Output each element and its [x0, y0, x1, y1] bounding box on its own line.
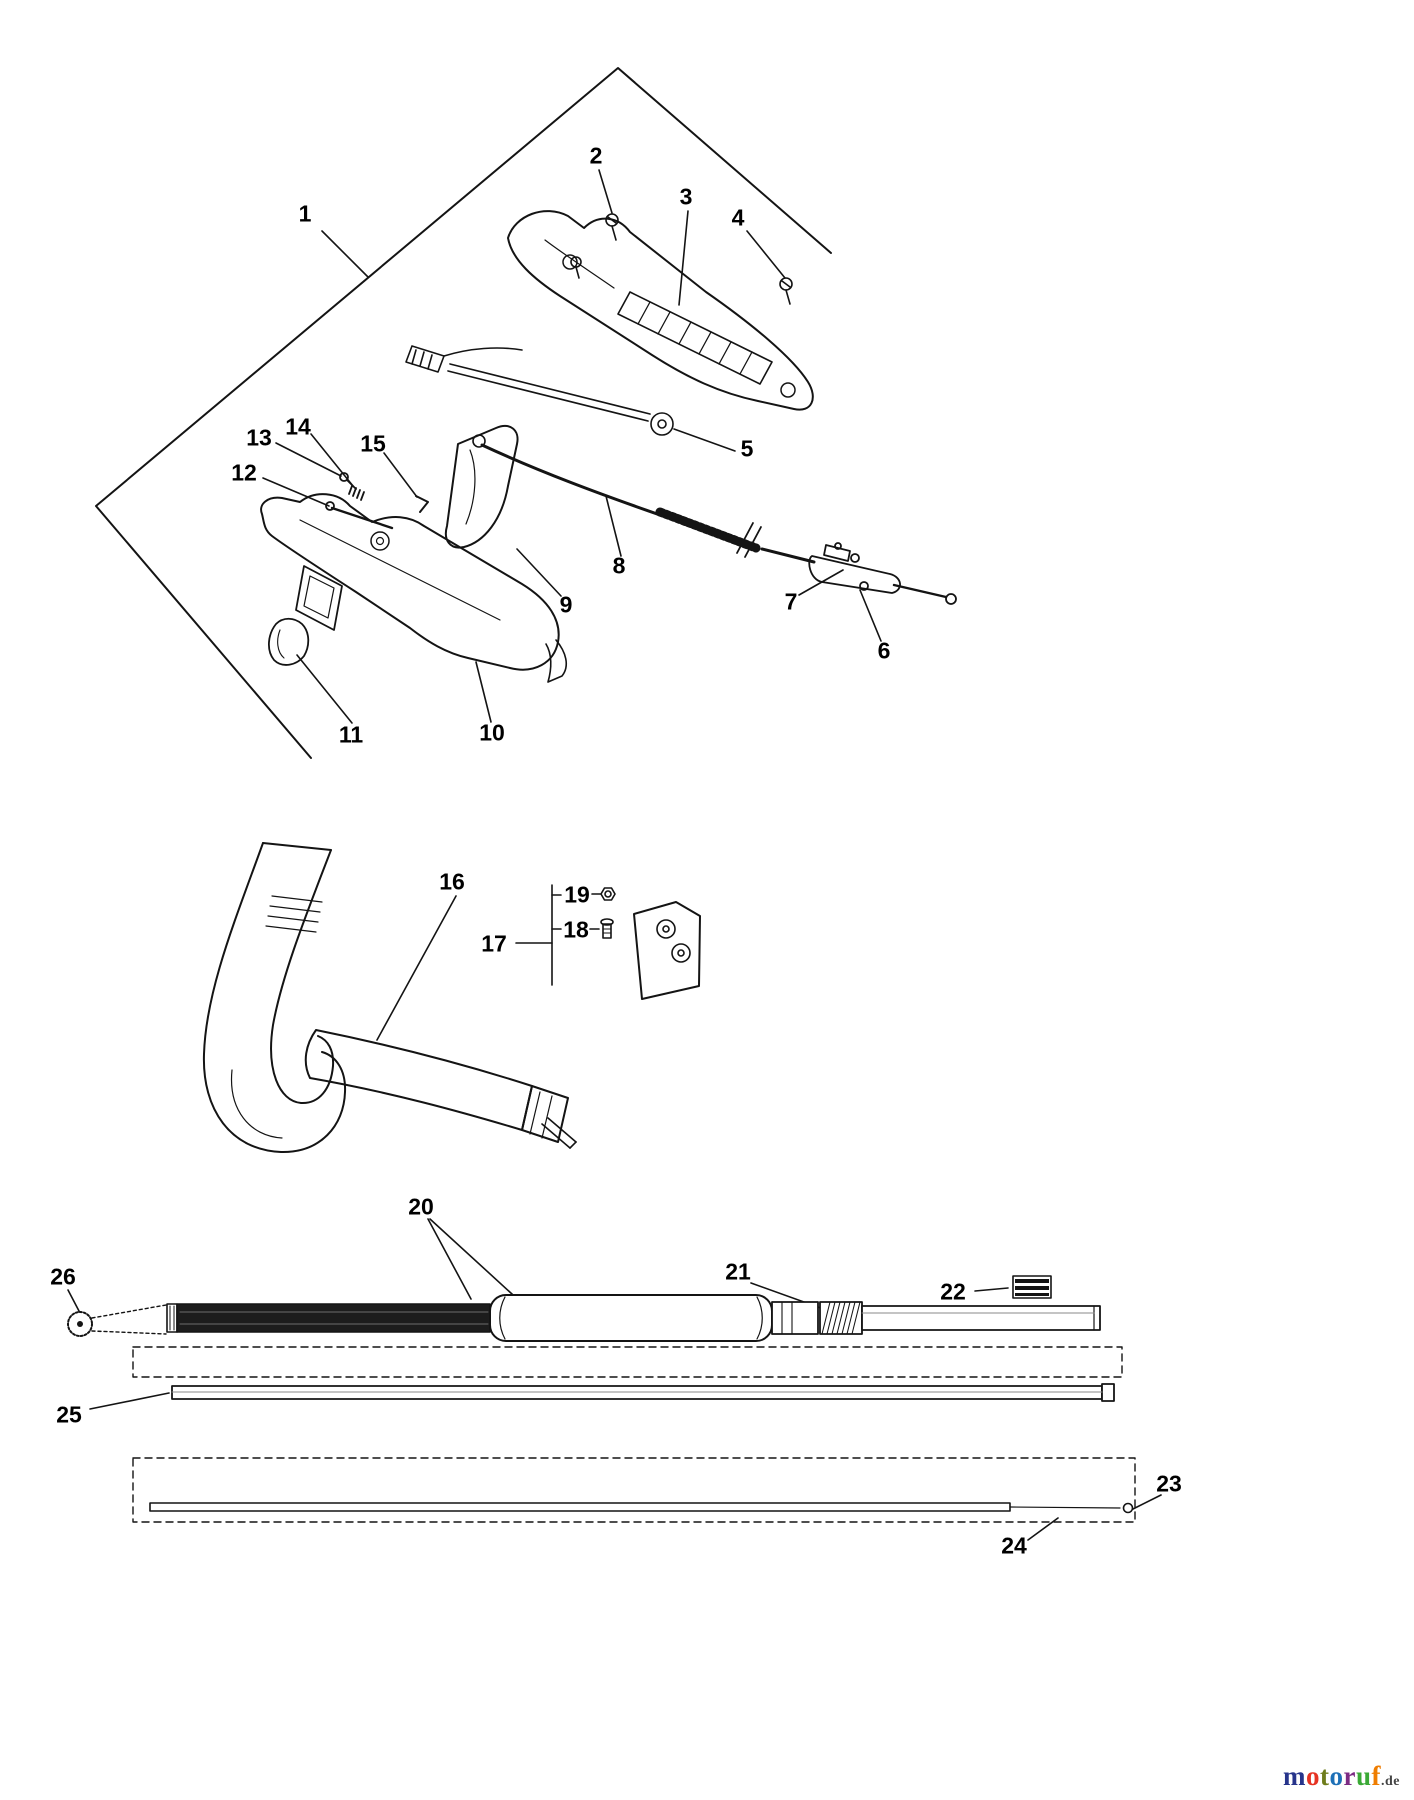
watermark-letter: u [1355, 1761, 1372, 1791]
callout-4: 4 [731, 204, 745, 231]
callout-22: 22 [940, 1278, 966, 1305]
throttle-cable [472, 434, 816, 564]
callout-24: 24 [1001, 1532, 1027, 1559]
trigger [445, 425, 519, 549]
callout-17: 17 [481, 930, 507, 957]
callout-26: 26 [50, 1263, 76, 1290]
callout-11: 11 [338, 721, 364, 748]
watermark-letter: t [1319, 1761, 1330, 1791]
frame-diamond [95, 67, 832, 759]
liner-assembly [132, 1457, 1136, 1523]
callout-10: 10 [479, 719, 505, 746]
throttle-rod [405, 345, 674, 436]
cable-end-fitting [808, 542, 957, 605]
watermark-letter: r [1343, 1761, 1356, 1791]
callout-12: 12 [231, 459, 257, 486]
shoulder-strap [202, 842, 577, 1154]
callout-25: 25 [56, 1401, 82, 1428]
inner-shaft [171, 1383, 1115, 1402]
callout-8: 8 [612, 552, 626, 579]
upper-handle-shell [507, 210, 814, 411]
callout-21: 21 [725, 1258, 751, 1285]
watermark-text: motoruf [1283, 1761, 1381, 1791]
callout-14: 14 [285, 413, 311, 440]
watermark-letter: o [1305, 1761, 1320, 1791]
bracket-assembly [515, 884, 701, 1000]
callout-6: 6 [877, 637, 891, 664]
callout-18: 18 [563, 916, 589, 943]
watermark-suffix: .de [1381, 1774, 1400, 1789]
callout-15: 15 [360, 430, 386, 457]
screws [570, 213, 793, 305]
callout-23: 23 [1156, 1470, 1182, 1497]
callout-16: 16 [439, 868, 465, 895]
callout-13: 13 [246, 424, 272, 451]
lower-handle-shell [260, 493, 568, 683]
callout-7: 7 [784, 588, 798, 615]
callout-3: 3 [679, 183, 693, 210]
small-fasteners [325, 472, 429, 530]
watermark-letter: m [1282, 1761, 1306, 1791]
drive-shaft-assembly [67, 1275, 1101, 1342]
callout-2: 2 [589, 142, 603, 169]
watermark-letter: o [1329, 1761, 1344, 1791]
callout-19: 19 [564, 881, 590, 908]
callout-5: 5 [740, 435, 754, 462]
watermark-letter: f [1371, 1761, 1381, 1791]
phantom-tube-outline [132, 1346, 1123, 1378]
watermark-logo: motoruf.de [1283, 1761, 1400, 1792]
callout-1: 1 [298, 200, 312, 227]
leader-lines [67, 169, 1162, 1541]
callout-20: 20 [408, 1193, 434, 1220]
callout-9: 9 [559, 591, 573, 618]
